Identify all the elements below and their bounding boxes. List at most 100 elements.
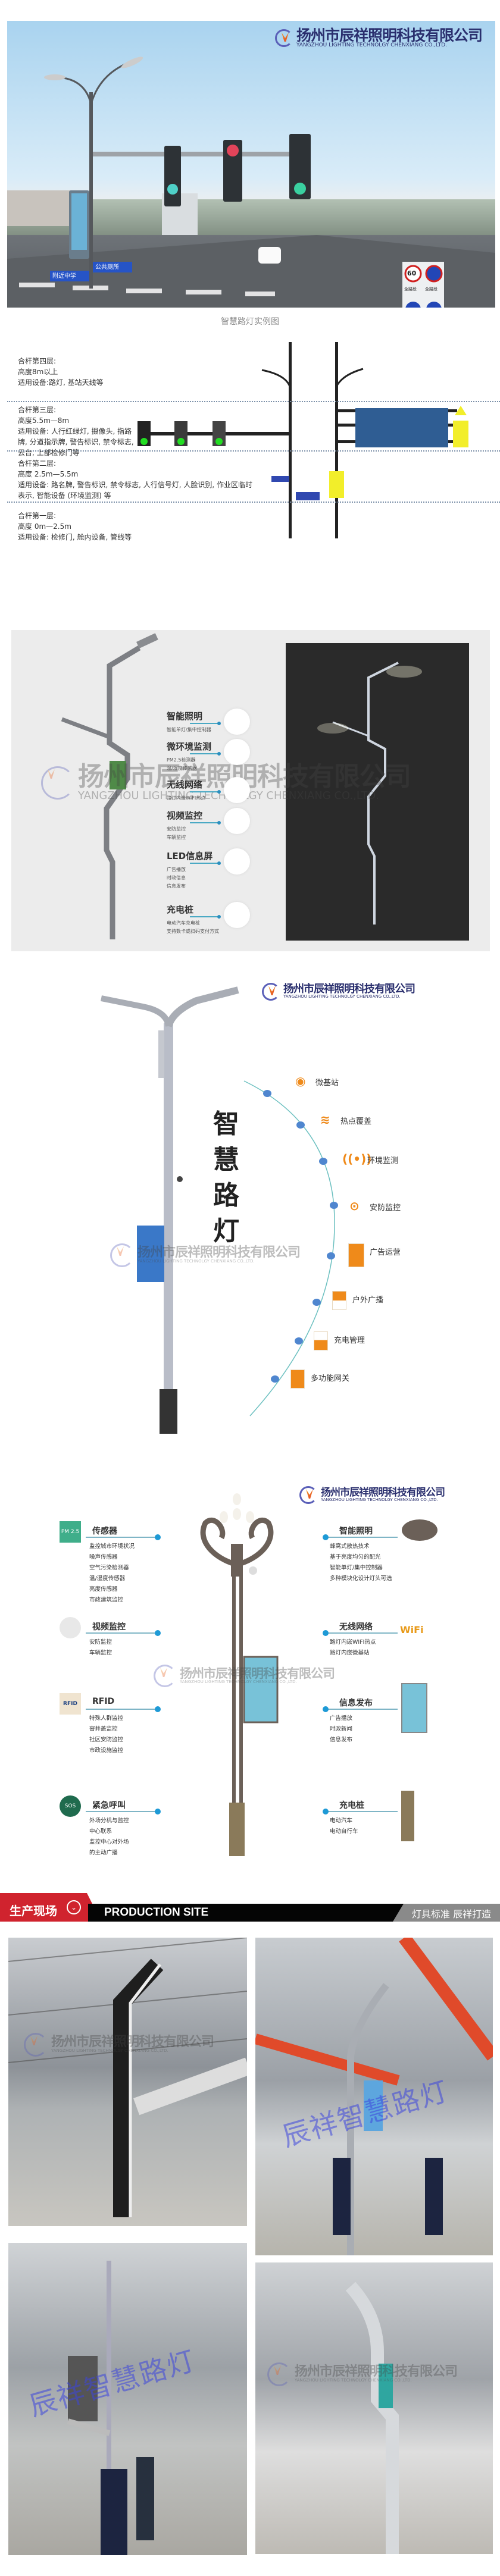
- left-feature-item: 亮度传感器: [89, 1586, 118, 1593]
- arc-item-label: 广告运营: [370, 1248, 401, 1257]
- layer-4-text: 合杆第四层:高度8m以上适用设备:路灯, 基站天线等: [18, 357, 104, 387]
- logo-mark-icon: [262, 983, 280, 1001]
- smart-pole-title: 智 慧 路 灯: [213, 1109, 239, 1246]
- left-dot: [155, 1706, 161, 1712]
- right-feature-title: 信息发布: [339, 1698, 373, 1708]
- left-feature-title: 传感器: [92, 1527, 117, 1536]
- arc-dot: [327, 1252, 335, 1259]
- arc-dot: [295, 1337, 303, 1345]
- left-feature-item: 监控城市环境状况: [89, 1543, 135, 1550]
- street-sign-1: 公共厕所: [95, 264, 119, 271]
- left-connector: [86, 1811, 157, 1812]
- left-feature-item: 的主动广播: [89, 1850, 118, 1856]
- right-feature-item: 蜂窝式散热技术: [330, 1543, 370, 1550]
- sign-plate-1: 全路段: [404, 287, 417, 292]
- feature-sub: PM2.5检测器: [167, 757, 196, 763]
- sensor-icon: [224, 739, 250, 765]
- feature-sub: 车辆监控: [167, 835, 186, 840]
- left-feature-item: 温/湿度传感器: [89, 1575, 126, 1582]
- traffic-light-center: [223, 140, 242, 202]
- sensor-icon: PM 2.5: [60, 1521, 81, 1543]
- traffic-light-left: [164, 146, 181, 206]
- screen-icon: [224, 848, 250, 875]
- right-feature-item: 路灯内嵌微基站: [330, 1650, 370, 1656]
- feature-sub: 温/湿度传感器: [167, 766, 197, 771]
- antenna-icon: ◉: [295, 1074, 306, 1088]
- speed-limit-sign: 60: [407, 269, 417, 277]
- left-dot: [155, 1630, 161, 1636]
- feature-title: 充电桩: [167, 904, 194, 915]
- camera-icon: [224, 808, 250, 834]
- right-dot: [323, 1534, 329, 1540]
- right-feature-item: 电动汽车: [330, 1817, 353, 1824]
- arc-dot: [312, 1299, 321, 1306]
- left-feature-item: 市政建筑监控: [89, 1597, 124, 1603]
- left-feature-item: 社区安防监控: [89, 1737, 124, 1743]
- led-lamp-icon: [224, 709, 250, 735]
- production-label-en: PRODUCTION SITE: [104, 1906, 209, 1919]
- ornamental-pole-graphic: [200, 1493, 438, 1856]
- camera-icon: [60, 1617, 81, 1638]
- battery-icon: [314, 1331, 328, 1350]
- chevron-down-icon: ⌄: [67, 1900, 81, 1914]
- feature-sub: 广告播放: [167, 867, 186, 872]
- feature-pole-graphic: [61, 633, 469, 941]
- feature-dot: [217, 752, 221, 756]
- feature-title: 微环境监测: [167, 741, 212, 752]
- feature-connector: [190, 822, 218, 823]
- wifi-icon: ≋: [320, 1112, 330, 1127]
- right-feature-item: 广告播放: [330, 1715, 353, 1722]
- right-feature-title: 智能照明: [339, 1527, 373, 1536]
- hero-caption: 智慧路灯实例图: [221, 317, 279, 327]
- arc-item-label: 充电管理: [334, 1336, 365, 1345]
- wifi-icon: WiFi: [400, 1624, 424, 1635]
- left-dot: [155, 1809, 161, 1815]
- layer-divider-2: [7, 450, 500, 452]
- right-connector: [326, 1811, 398, 1812]
- feature-connector: [190, 753, 218, 754]
- layer-divider-1: [7, 401, 500, 402]
- layers-poles-graphic: [138, 342, 468, 538]
- sign-plate-2: 全路段: [425, 287, 438, 292]
- arc-dot: [319, 1158, 327, 1165]
- feature-sub: 时政信息: [167, 875, 186, 880]
- feature-sub: 支持数卡或扫码支付方式: [167, 929, 219, 934]
- production-slogan: 灯具标准 辰祥打造: [412, 1909, 492, 1920]
- feature-sub: 路灯内嵌WIFI热点: [167, 795, 206, 801]
- left-feature-item: 窨井盖监控: [89, 1726, 118, 1732]
- feature-sub: 电动汽车充电桩: [167, 920, 200, 926]
- guide-sign-board: [355, 408, 448, 447]
- left-connector: [86, 1709, 157, 1710]
- logo-mark-icon: [275, 29, 293, 48]
- left-feature-item: 安防监控: [89, 1639, 112, 1646]
- arc-item-label: 多功能网关: [311, 1374, 350, 1383]
- right-connector: [326, 1632, 398, 1634]
- right-feature-item: 多种模块化设计灯头可选: [330, 1575, 392, 1582]
- factory-photo-2: 辰祥智慧路灯: [255, 1938, 493, 2255]
- left-feature-item: 噪声传感器: [89, 1554, 118, 1560]
- feature-connector: [190, 916, 218, 917]
- right-connector: [326, 1537, 398, 1538]
- feature-dot: [217, 915, 221, 919]
- left-connector: [86, 1537, 157, 1538]
- feature-sub: 安防监控: [167, 826, 186, 832]
- right-dot: [323, 1706, 329, 1712]
- left-feature-title: 紧急呼叫: [92, 1801, 126, 1810]
- arc-dot: [271, 1375, 279, 1383]
- logo-mark-icon: [299, 1486, 317, 1504]
- arc-item-label: 环境监测: [367, 1157, 399, 1165]
- feature-connector: [190, 863, 218, 864]
- right-dot: [323, 1630, 329, 1636]
- feature-title: 无线网络: [167, 779, 203, 790]
- arc-item-label: 户外广播: [352, 1296, 384, 1305]
- right-feature-item: 路灯内嵌WIFI热点: [330, 1639, 376, 1646]
